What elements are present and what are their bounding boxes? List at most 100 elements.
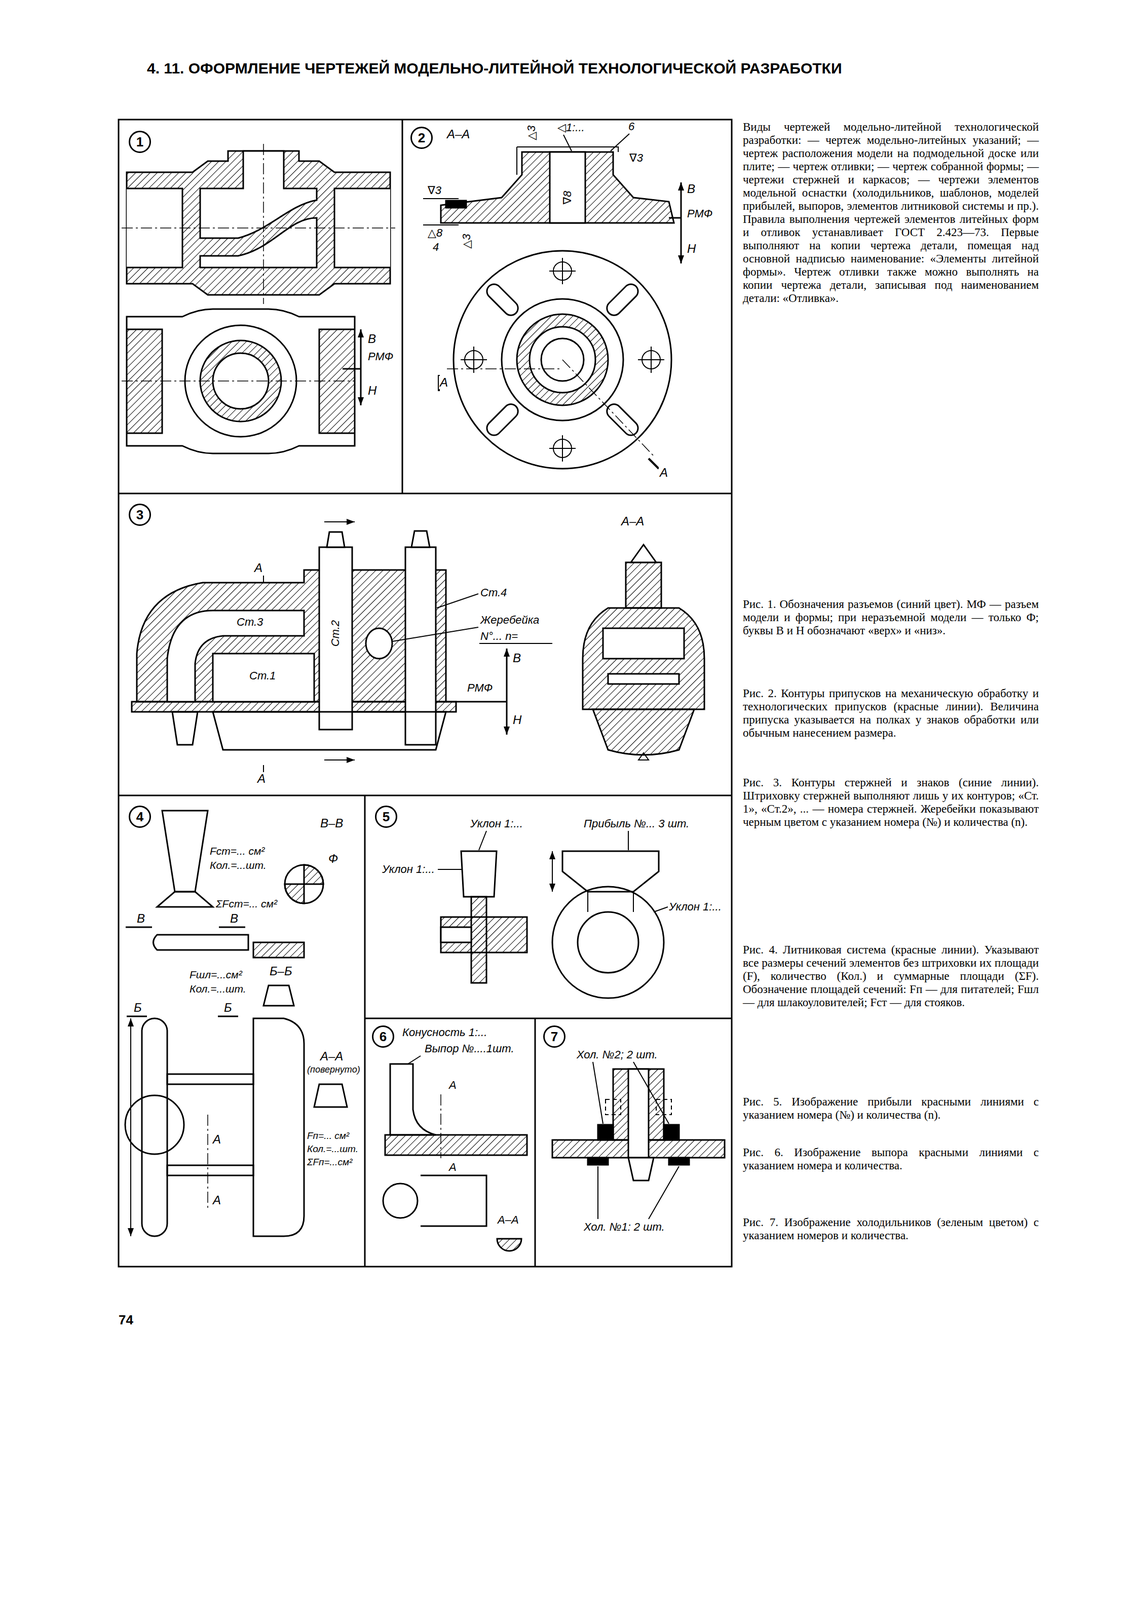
drawing-path <box>326 532 345 548</box>
parting-symbol <box>445 648 507 735</box>
figure-number: 5 <box>374 805 398 828</box>
drawing-line <box>436 593 479 609</box>
drawing-label: В <box>135 912 146 926</box>
drawing-circle <box>383 1183 418 1219</box>
drawing-line <box>392 627 479 642</box>
drawing-line <box>121 227 396 229</box>
figure-number: 2 <box>410 126 433 149</box>
drawing-label: △8 <box>426 227 444 240</box>
riser-drawing <box>437 831 668 999</box>
drawing-rect <box>663 1124 680 1141</box>
drawing-path <box>200 217 317 268</box>
drawing-line <box>563 134 572 152</box>
drawing-path <box>497 1238 522 1252</box>
flange-section <box>423 133 674 225</box>
drawing-line <box>446 368 563 370</box>
gating-system <box>125 810 348 1237</box>
drawing-path <box>592 709 695 756</box>
figure-caption: Рис. 7. Изображение холодильников (зелен… <box>742 1216 1039 1243</box>
drawing-label: Б–Б <box>268 964 294 978</box>
drawing-rect <box>605 1099 621 1115</box>
drawing-label: Ст.2 <box>329 619 342 648</box>
drawing-line <box>680 182 683 264</box>
drawing-path <box>263 985 294 1006</box>
drawing-line <box>478 831 487 851</box>
drawing-label: А–А <box>445 127 471 141</box>
drawing-label: Уклон 1:... <box>667 900 723 914</box>
drawing-label: РМФ <box>366 350 395 363</box>
drawing-label: А <box>447 1079 458 1092</box>
figure-number-text: 3 <box>136 508 144 522</box>
drawing-line <box>506 648 508 735</box>
drawing-line <box>650 346 652 373</box>
drawing-g <box>483 401 521 439</box>
drawing-path <box>440 152 674 223</box>
drawing-label: Уклон 1:... <box>381 863 436 876</box>
drawing-line <box>423 224 459 226</box>
drawing-label: В <box>686 182 697 196</box>
drawing-line <box>262 143 265 305</box>
drawing-label: А <box>658 466 669 480</box>
drawing-path <box>157 891 213 908</box>
figure-caption: Рис. 2. Контуры припусков на механическу… <box>742 687 1039 740</box>
drawing-label: N°... n= <box>479 630 519 643</box>
drawing-rect <box>587 1157 609 1165</box>
drawing-label: Кол.=...шт. <box>188 983 248 995</box>
drawing-line <box>262 575 265 583</box>
drawing-g <box>604 281 642 319</box>
drawing-g <box>460 257 665 462</box>
drawing-path <box>304 864 324 885</box>
drawing-rect <box>656 1099 672 1115</box>
drawing-rect <box>440 917 527 953</box>
drawing-label: РМФ <box>686 207 714 220</box>
drawing-rect <box>167 1165 254 1176</box>
drawing-label: (повернуто) <box>306 1065 362 1076</box>
drawing-g <box>121 143 396 305</box>
drawing-line <box>587 891 589 913</box>
drawing-path <box>162 810 208 892</box>
drawing-rect <box>597 1124 614 1141</box>
figure-number: 3 <box>128 503 152 526</box>
drawing-line <box>479 643 553 645</box>
drawing-label: Fст=... см² <box>208 845 266 857</box>
drawing-label: А <box>438 375 449 390</box>
drawing-line <box>562 359 654 457</box>
figure-caption: Рис. 4. Литниковая система (красные лини… <box>742 943 1039 1010</box>
drawing-rect <box>483 281 521 319</box>
drawing-rect <box>319 547 353 730</box>
drawing-circle <box>552 886 664 999</box>
page-title: 4. 11. ОФОРМЛЕНИЕ ЧЕРТЕЖЕЙ МОДЕЛЬНО-ЛИТЕ… <box>146 59 842 78</box>
chill-drawing <box>552 1062 725 1220</box>
drawing-label: А <box>256 772 267 786</box>
drawing-line <box>324 759 355 761</box>
drawing-line <box>342 368 361 370</box>
drawing-line <box>551 851 553 892</box>
drawing-rect <box>167 1074 254 1085</box>
drawing-rect <box>604 281 642 319</box>
drawing-line <box>130 1018 132 1237</box>
drawing-label: Н <box>511 713 523 727</box>
drawing-rect <box>405 547 436 745</box>
drawing-line <box>440 1094 442 1159</box>
vent-drawing <box>383 1056 527 1252</box>
drawing-label: В <box>229 912 240 926</box>
drawing-label: Б <box>222 1001 234 1015</box>
drawing-label: Н <box>366 384 378 398</box>
drawing-line <box>597 1166 599 1220</box>
intro-text: Виды чертежей модельно-литейной технолог… <box>742 120 1039 306</box>
drawing-g <box>483 281 521 319</box>
drawing-label: Хол. №1: 2 шт. <box>582 1221 666 1234</box>
drawing-label: РМФ <box>466 682 494 695</box>
figure-number-text: 6 <box>379 1030 387 1044</box>
drawing-label: 4 <box>431 241 440 254</box>
drawing-label: Fшл=...см² <box>188 968 244 981</box>
figure-number: 6 <box>371 1025 395 1048</box>
drawing-label: ∇3 <box>426 184 443 197</box>
figure-caption: Рис. 6. Изображение выпора красными лини… <box>742 1146 1039 1173</box>
drawing-label: А–А <box>620 514 646 529</box>
drawing-label: △3 <box>525 124 538 142</box>
figure-number: 7 <box>543 1025 566 1048</box>
drawing-path <box>126 188 183 268</box>
drawing-label: ΣFп=...см² <box>306 1157 354 1168</box>
